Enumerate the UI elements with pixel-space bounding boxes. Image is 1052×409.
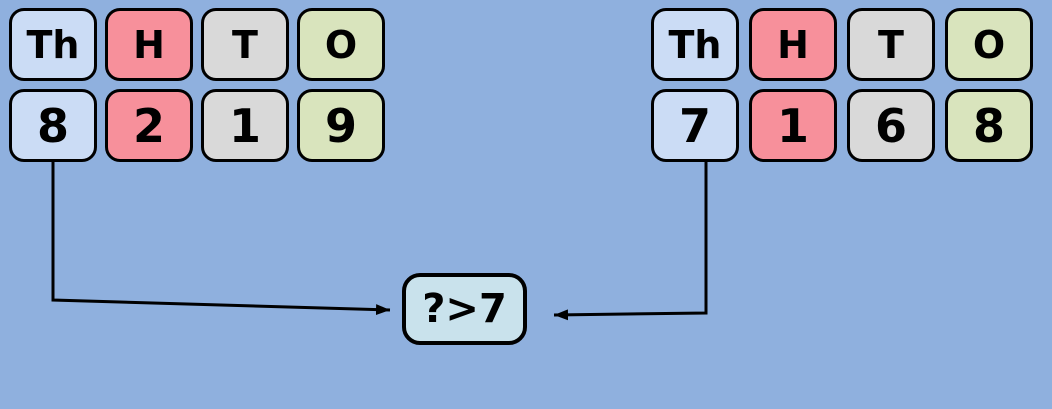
right-header-tens: T: [847, 8, 935, 81]
right-thousands-arrow: [553, 160, 708, 321]
left-header-thousands: Th: [9, 8, 97, 81]
left-digit-hundreds: 2: [105, 89, 193, 162]
right-digit-hundreds: 1: [749, 89, 837, 162]
right-header-hundreds: H: [749, 8, 837, 81]
left-header-ones: O: [297, 8, 385, 81]
comparison-box: ?>7: [402, 273, 527, 345]
left-place-value-chart: Th H T O 8 2 1 9: [9, 8, 385, 162]
right-place-value-chart: Th H T O 7 1 6 8: [651, 8, 1033, 162]
right-digit-ones: 8: [945, 89, 1033, 162]
right-digit-thousands: 7: [651, 89, 739, 162]
left-digit-thousands: 8: [9, 89, 97, 162]
right-digit-tens: 6: [847, 89, 935, 162]
left-digit-tens: 1: [201, 89, 289, 162]
right-header-thousands: Th: [651, 8, 739, 81]
left-digit-ones: 9: [297, 89, 385, 162]
left-header-tens: T: [201, 8, 289, 81]
left-header-hundreds: H: [105, 8, 193, 81]
right-header-ones: O: [945, 8, 1033, 81]
left-thousands-arrow: [51, 161, 391, 316]
